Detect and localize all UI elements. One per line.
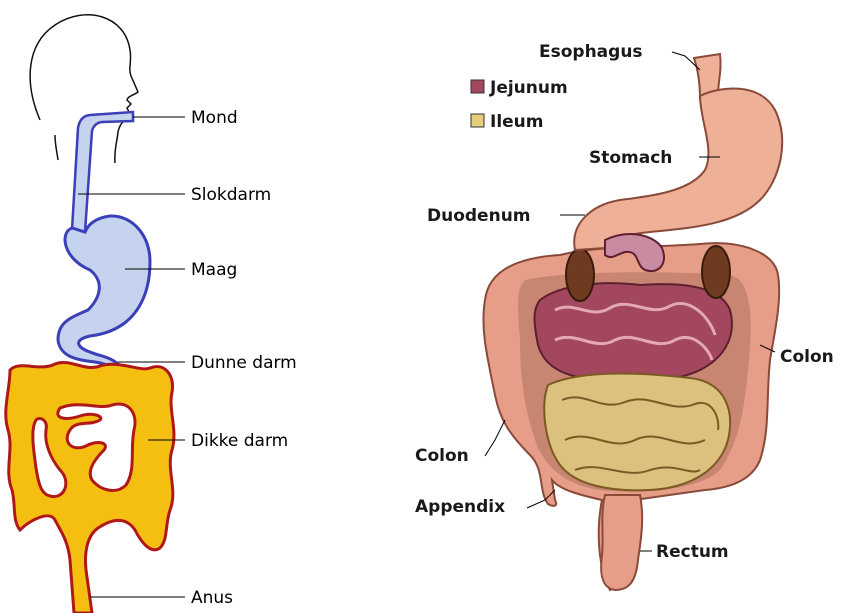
right-diagram: Jejunum Ileum Esophagus Stomach — [415, 42, 834, 590]
legend-swatch-jejunum — [471, 80, 484, 93]
jejunum-loops — [535, 283, 732, 382]
colon-shape — [6, 362, 174, 613]
legend-label-ileum: Ileum — [490, 112, 544, 132]
legend-label-jejunum: Jejunum — [489, 78, 568, 98]
rectum-shape — [601, 495, 642, 590]
label-stomach: Stomach — [589, 148, 672, 168]
label-slokdarm: Slokdarm — [191, 185, 271, 205]
label-mond: Mond — [191, 108, 238, 128]
splenic-flexure — [702, 246, 730, 298]
label-duodenum: Duodenum — [427, 206, 531, 226]
label-dunne-darm: Dunne darm — [191, 353, 297, 373]
label-colon-right: Colon — [780, 347, 834, 367]
label-esophagus: Esophagus — [539, 42, 643, 62]
legend-swatch-ileum — [471, 114, 484, 127]
hepatic-flexure — [566, 249, 594, 301]
label-colon-left: Colon — [415, 446, 469, 466]
esophagus-tube — [72, 112, 133, 232]
stomach-shape-right — [574, 88, 782, 250]
label-anus: Anus — [191, 588, 233, 608]
label-dikke-darm: Dikke darm — [191, 431, 288, 451]
stomach-shape — [58, 216, 150, 369]
label-rectum: Rectum — [656, 542, 729, 562]
label-appendix: Appendix — [415, 497, 505, 517]
left-diagram: Mond Slokdarm Maag Dunne darm Dikke darm… — [6, 15, 297, 613]
label-maag: Maag — [191, 260, 237, 280]
